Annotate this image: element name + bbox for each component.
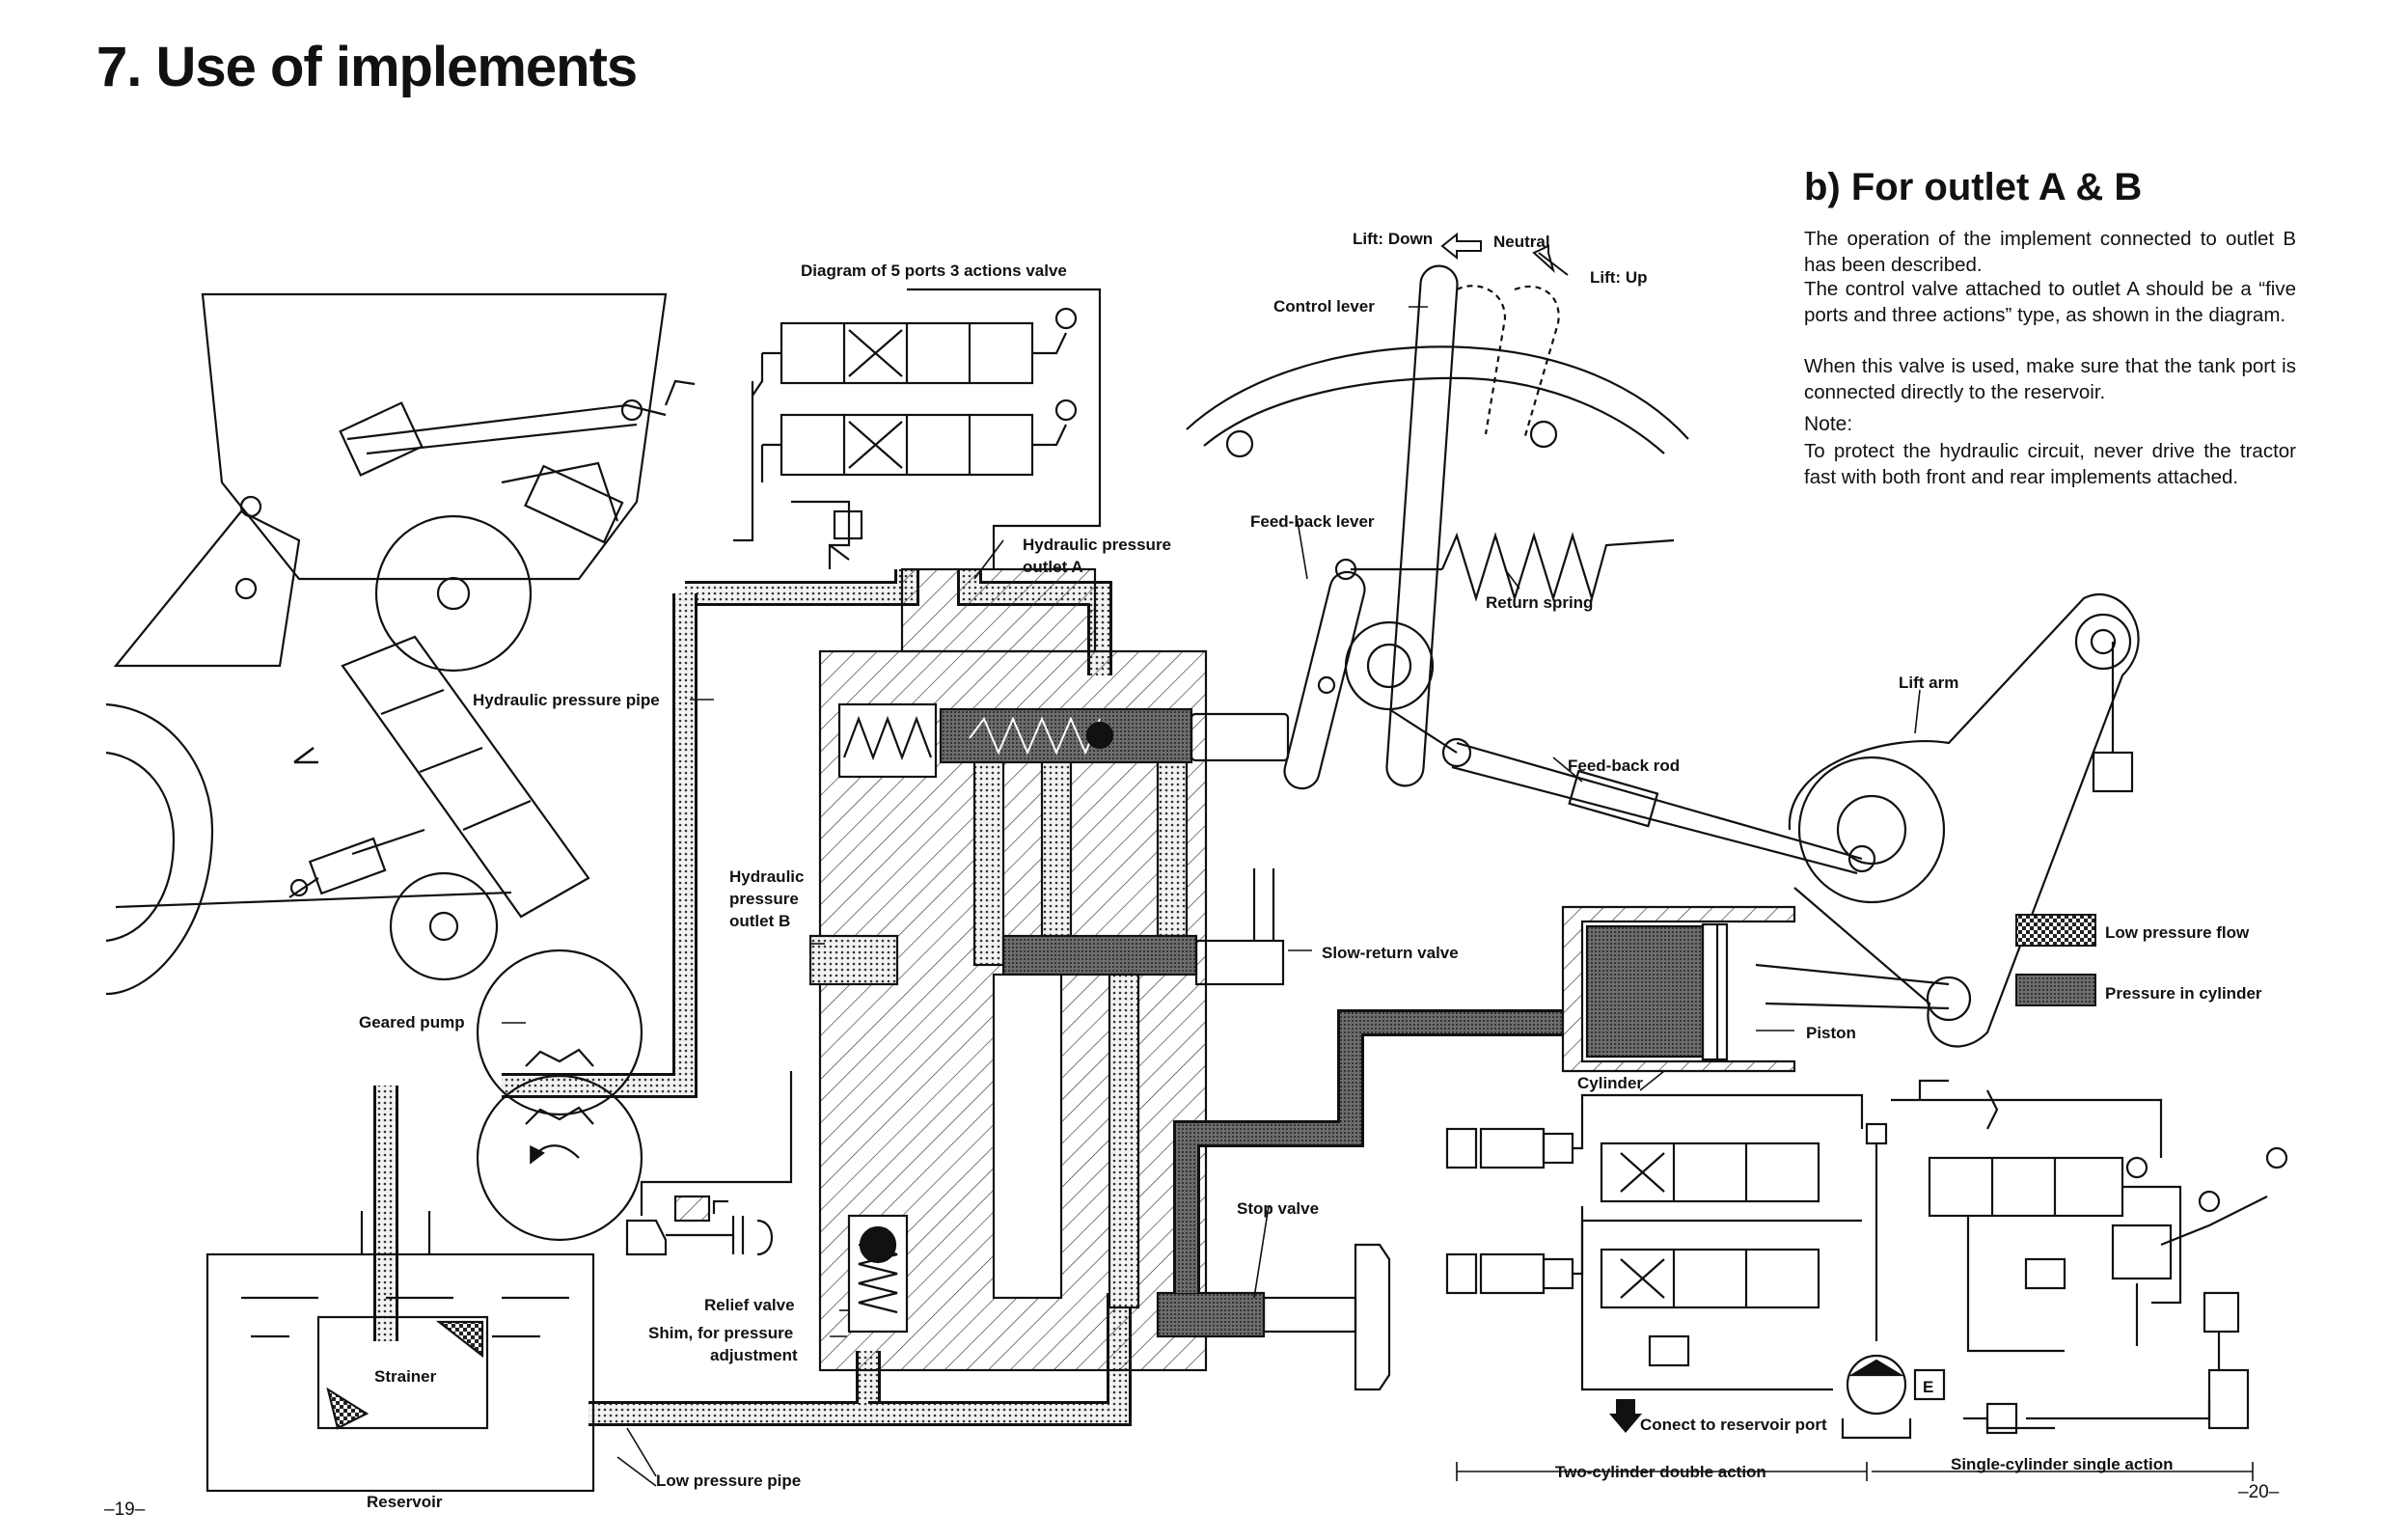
label-slow-return-valve: Slow-return valve: [1322, 944, 1459, 962]
label-feed-back-rod: Feed-back rod: [1568, 756, 1680, 775]
label-control-lever: Control lever: [1273, 297, 1375, 316]
label-geared-pump: Geared pump: [359, 1013, 465, 1031]
label-outlet-a-line1: Hydraulic pressure: [1023, 536, 1171, 554]
dump-trailer-illustration: [105, 635, 590, 996]
label-pressure-pipe: Hydraulic pressure pipe: [473, 691, 660, 709]
five-port-valve-diagram: [733, 288, 1102, 569]
paragraph-tank-port: When this valve is used, make sure that …: [1804, 355, 2296, 403]
label-relief-valve: Relief valve: [704, 1296, 795, 1314]
hydraulic-cylinder: [1561, 905, 1796, 1073]
label-return-spring: Return spring: [1486, 593, 1593, 612]
control-lever-linkage: [1186, 264, 1876, 875]
label-low-pressure-pipe: Low pressure pipe: [656, 1471, 801, 1490]
legend-label-low-pressure: Low pressure flow: [2105, 923, 2250, 942]
label-e-box: E: [1923, 1378, 1933, 1396]
check-valve: [625, 1071, 793, 1256]
leader-lines: [502, 306, 2254, 1487]
single-cylinder-schematic: [1891, 1079, 2288, 1435]
reservoir-tank: [205, 1211, 595, 1493]
label-outlet-b-line3: outlet B: [729, 912, 790, 930]
label-stop-valve: Stop valve: [1237, 1199, 1319, 1218]
note-text: To protect the hydraulic circuit, never …: [1804, 440, 2296, 488]
label-valve-diagram: Diagram of 5 ports 3 actions valve: [801, 261, 1067, 280]
page-title: 7. Use of implements: [96, 36, 638, 98]
legend-swatch-cylinder-pressure: [2015, 974, 2096, 1006]
two-cylinder-schematic: [1445, 1093, 1946, 1440]
label-lift-up: Lift: Up: [1590, 268, 1647, 287]
legend-swatch-low-pressure: [2015, 914, 2096, 947]
label-lift-arm: Lift arm: [1899, 674, 1958, 692]
lift-arm: [1755, 592, 2140, 1048]
label-cylinder: Cylinder: [1577, 1074, 1643, 1092]
geared-pump: [476, 949, 643, 1242]
label-outlet-a-line2: outlet A: [1023, 558, 1083, 576]
label-outlet-b-line2: pressure: [729, 890, 799, 908]
control-valve-block: [808, 567, 1391, 1391]
section-heading: b) For outlet A & B: [1804, 166, 2143, 208]
reservoir-port-arrow: [1609, 1399, 1642, 1433]
paragraph-outlet-a: The control valve attached to outlet A s…: [1804, 278, 2296, 326]
label-two-cylinder: Two-cylinder double action: [1555, 1463, 1766, 1481]
label-piston: Piston: [1806, 1024, 1856, 1042]
label-strainer: Strainer: [374, 1367, 437, 1386]
label-reservoir: Reservoir: [367, 1493, 443, 1511]
left-page-number: –19–: [104, 1499, 146, 1520]
front-loader-illustration: [113, 292, 696, 673]
label-neutral: Neutral: [1493, 233, 1550, 251]
right-page-number: –20–: [2238, 1482, 2280, 1502]
note-label: Note:: [1804, 413, 1853, 435]
label-shim-line2: adjustment: [710, 1346, 798, 1364]
label-lift-down: Lift: Down: [1353, 230, 1433, 248]
legend-label-cylinder-pressure: Pressure in cylinder: [2105, 984, 2262, 1003]
label-single-cylinder: Single-cylinder single action: [1951, 1455, 2174, 1473]
paragraph-outlet-b: The operation of the implement connected…: [1804, 228, 2296, 276]
label-outlet-b-line1: Hydraulic: [729, 867, 804, 886]
label-connect-reservoir: Conect to reservoir port: [1640, 1416, 1827, 1434]
cylinder-pressure-line: [1173, 1009, 1563, 1293]
label-feed-back-lever: Feed-back lever: [1250, 512, 1375, 531]
label-shim-line1: Shim, for pressure: [648, 1324, 793, 1342]
lift-direction-arrows: [1440, 232, 1569, 276]
